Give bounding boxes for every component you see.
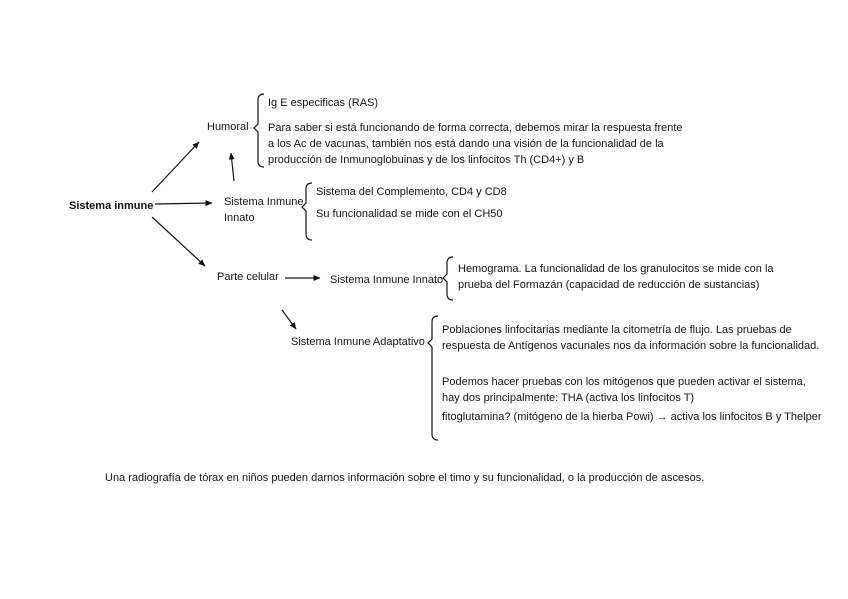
text-ige-especificas: Ig E especificas (RAS) [268,97,379,109]
arrow-root-to-humoral [151,141,200,193]
arrow-parte-celular-to-adaptativo [281,309,297,330]
node-parte-celular: Parte celular [217,271,279,283]
text-hemograma: Hemograma. La funcionalidad de los granu… [458,263,774,291]
node-sistema-inmune-innato: Sistema Inmune Innato [224,196,303,225]
bracket-innato [301,182,313,241]
node-humoral: Humoral [207,121,249,133]
node-sistema-inmune-innato-2: Sistema Inmune Innato [330,274,444,286]
text-ch50: Su funcionalidad se mide con el CH50 [316,208,503,220]
node-sistema-inmune-adaptativo: Sistema Inmune Adaptativo [291,336,425,348]
node-sistema-inmune-innato-line1: Sistema Inmune [224,196,304,208]
bracket-adaptativo [427,315,439,441]
text-respuesta-vacunas: Para saber si está funcionando de forma … [268,122,683,166]
text-poblaciones-linfocitarias: Poblaciones linfocitarias mediante la ci… [442,324,820,352]
text-fitoglutamina: fitoglutamina? (mitógeno de la hierba Po… [442,411,822,423]
text-sistema-complemento: Sistema del Complemento, CD4 y CD8 [316,186,507,198]
arrow-innato-to-humoral [228,152,235,182]
arrow-root-to-parte-celular [151,216,206,267]
bracket-humoral [253,93,265,168]
node-sistema-inmune: Sistema inmune [69,200,154,212]
arrow-root-to-innato [154,200,213,207]
bracket-innato2 [442,256,454,301]
footnote-radiografia: Una radiografía de tórax en niños pueden… [105,472,705,484]
text-mitogenos: Podemos hacer pruebas con los mitógenos … [442,376,806,404]
node-sistema-inmune-innato-line2: Innato [224,212,255,224]
